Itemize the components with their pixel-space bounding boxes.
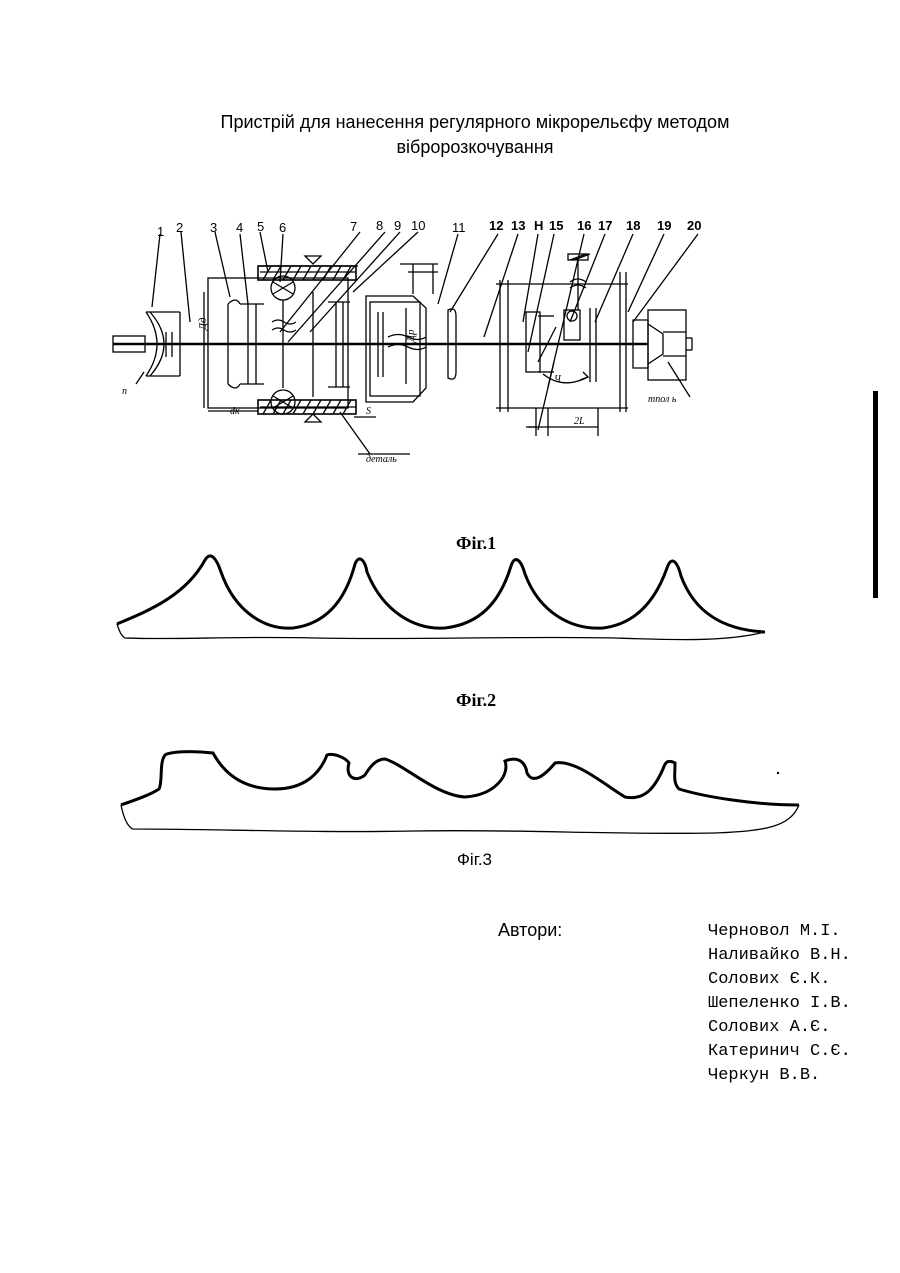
label-detail: деталь [366,454,397,465]
figure1-schematic: деталь тпол ь 2L S n dк Ч Дд Др [108,212,718,474]
author-name: Наливайко В.Н. [708,944,851,968]
label-dq: Дд [197,317,209,331]
authors-list: Черновол М.І. Наливайко В.Н. Солових Є.К… [708,920,851,1088]
margin-bar [873,391,878,598]
figure3-profile [115,745,805,845]
label-tool: тпол ь [648,394,677,405]
figure1-caption: Фіг.1 [456,533,496,554]
figure3-caption: Фіг.3 [457,850,492,870]
author-name: Шепеленко І.В. [708,992,851,1016]
author-name: Солових Є.К. [708,968,851,992]
author-name: Черкун В.В. [708,1064,851,1088]
label-phi: Ч [554,374,562,385]
author-name: Солових А.Є. [708,1016,851,1040]
label-length: 2L [574,416,585,427]
author-name: Черновол М.І. [708,920,851,944]
authors-label: Автори: [498,920,562,941]
figure2-caption: Фіг.2 [456,690,496,711]
author-name: Катеринич С.Є. [708,1040,851,1064]
figure2-profile [115,552,775,662]
label-s: S [366,406,371,417]
label-dp: Др [405,329,417,343]
label-dk: dк [230,406,240,417]
label-n: n [122,386,127,397]
